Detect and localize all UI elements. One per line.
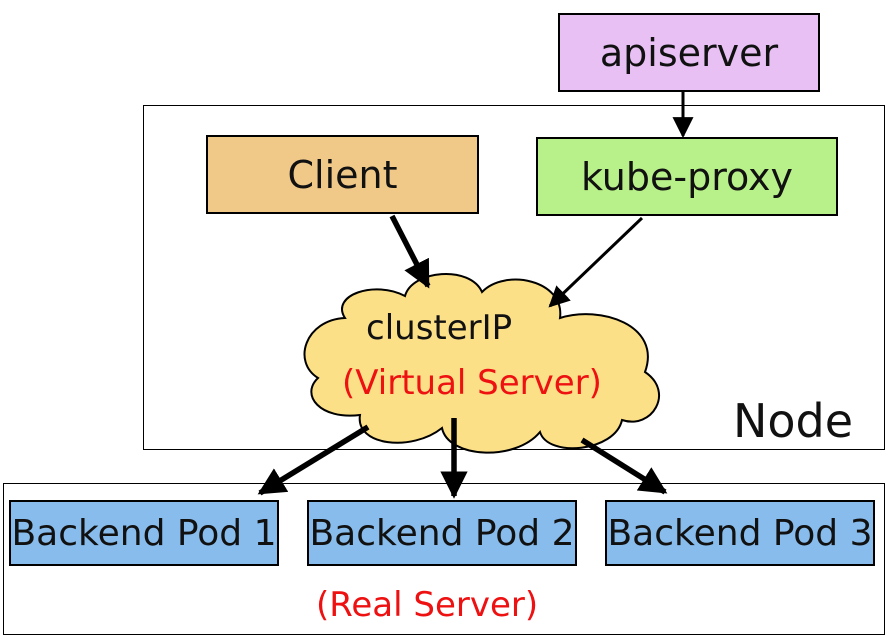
backend-pod-1-label: Backend Pod 1	[11, 512, 277, 554]
client-box: Client	[206, 135, 479, 214]
backend-pod-3-label: Backend Pod 3	[607, 512, 873, 554]
arrow-cluster-ip-to-backend-3	[580, 437, 668, 495]
real-server-label: (Real Server)	[316, 585, 539, 625]
client-label: Client	[287, 152, 398, 197]
backend-pod-2-box: Backend Pod 2	[307, 500, 577, 566]
apiserver-label: apiserver	[599, 30, 779, 75]
arrow-kube-proxy-to-cluster-ip	[548, 216, 644, 308]
apiserver-box: apiserver	[558, 13, 820, 92]
cluster-ip-cloud	[303, 272, 660, 454]
kube-proxy-box: kube-proxy	[536, 137, 838, 216]
kube-proxy-label: kube-proxy	[580, 154, 794, 199]
cluster-ip-label: clusterIP	[366, 308, 513, 348]
virtual-server-label: (Virtual Server)	[342, 363, 602, 403]
arrow-cluster-ip-to-backend-1	[257, 424, 370, 496]
node-label: Node	[733, 394, 854, 448]
backend-pod-3-box: Backend Pod 3	[605, 500, 875, 566]
backend-pod-2-label: Backend Pod 2	[309, 512, 575, 554]
arrow-client-to-cluster-ip	[389, 214, 431, 289]
backend-pod-1-box: Backend Pod 1	[9, 500, 279, 566]
